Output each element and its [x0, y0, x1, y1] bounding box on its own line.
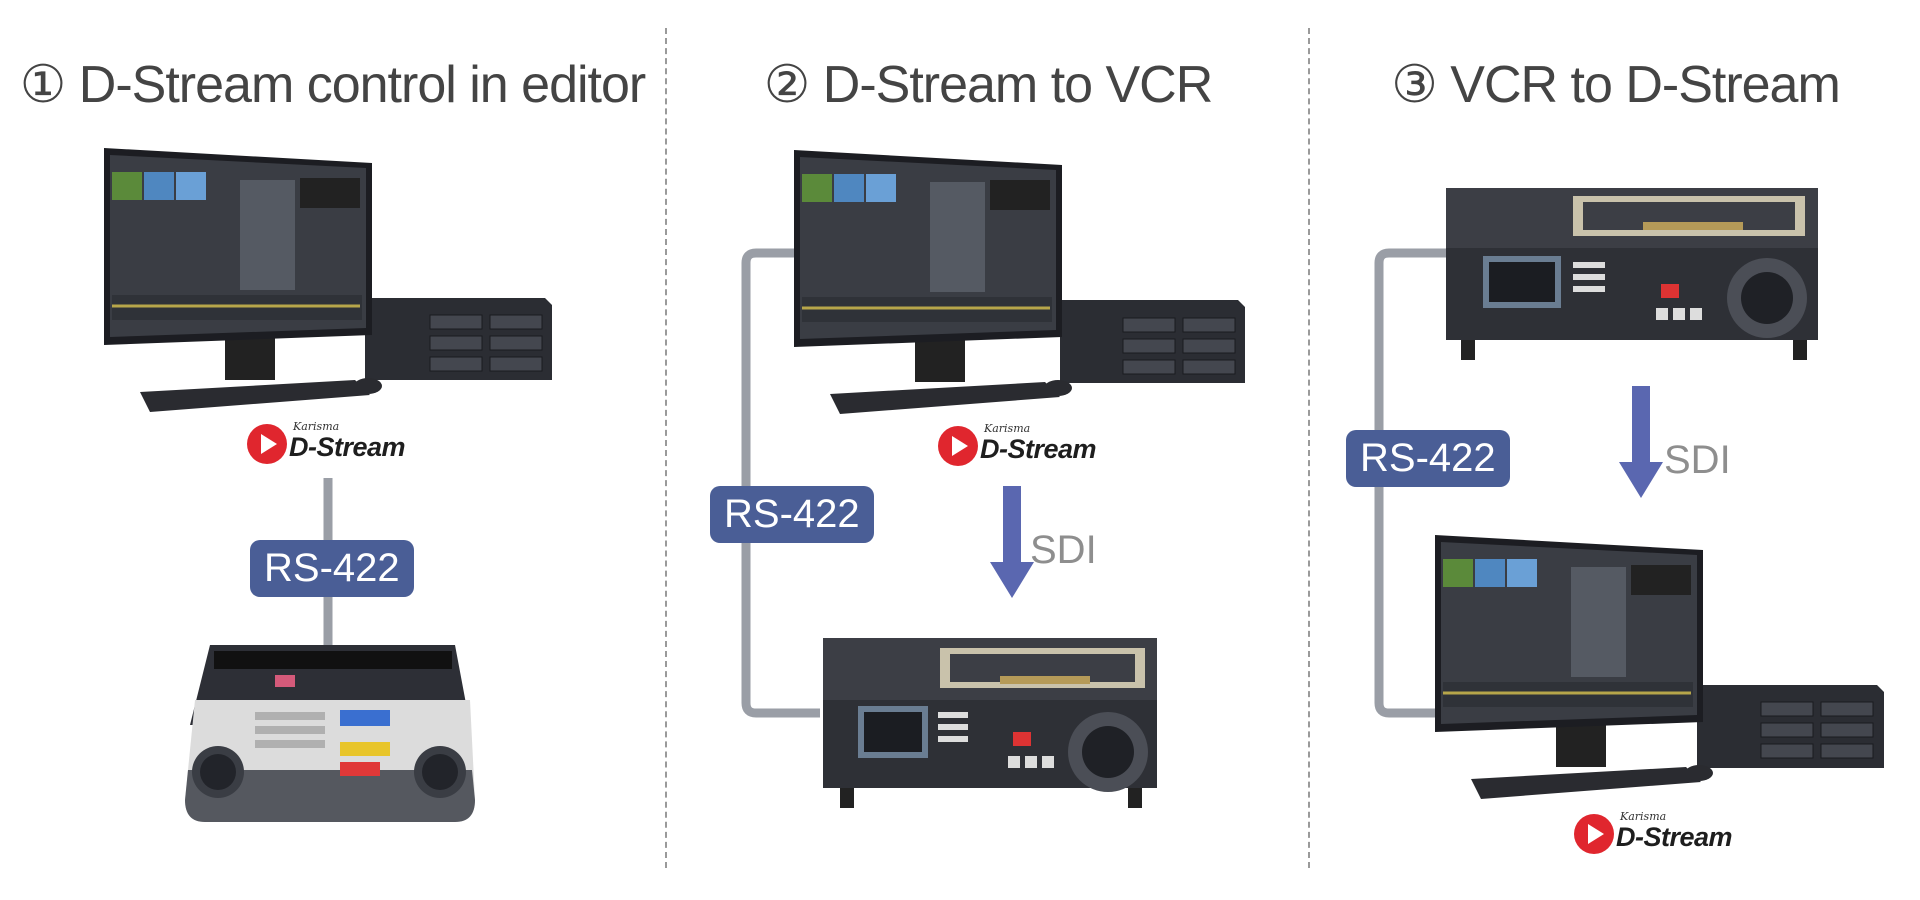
dstream-logo: Karisma D-Stream — [1574, 810, 1764, 856]
logo-brand-text: Karisma — [1620, 810, 1667, 823]
rs422-badge: RS-422 — [1346, 430, 1510, 487]
logo-brand-text: Karisma — [293, 420, 340, 433]
panel-vcr-to-dstream: ③ VCR to D-Stream — [1311, 0, 1920, 900]
sdi-arrow-icon — [1619, 386, 1663, 498]
panel-1-illustration — [104, 148, 552, 822]
panel-2-title: ② D-Stream to VCR — [763, 56, 1214, 114]
keyboard-icon — [830, 380, 1072, 414]
dstream-logo: Karisma D-Stream — [247, 420, 437, 466]
monitor-icon — [1435, 535, 1703, 767]
logo-product-name: D-Stream — [289, 432, 406, 462]
play-triangle — [261, 434, 277, 454]
panel-1-title: ① D-Stream control in editor — [19, 56, 647, 114]
vcr-deck-icon — [1446, 188, 1818, 360]
panel-3-illustration — [1374, 188, 1884, 799]
server-unit-icon — [365, 298, 552, 380]
logo-product-name: D-Stream — [980, 434, 1097, 464]
dstream-logo: Karisma D-Stream — [938, 422, 1128, 468]
panel-3-title: ③ VCR to D-Stream — [1391, 56, 1841, 114]
rs422-cable — [741, 248, 820, 718]
monitor-icon — [104, 148, 372, 380]
edit-controller-icon — [185, 645, 475, 822]
keyboard-icon — [140, 378, 382, 412]
vcr-deck-icon — [823, 638, 1157, 808]
logo-brand-text: Karisma — [984, 422, 1031, 435]
sdi-arrow-icon — [990, 486, 1034, 598]
keyboard-icon — [1471, 765, 1713, 799]
rs422-badge: RS-422 — [250, 540, 414, 597]
monitor-icon — [794, 150, 1062, 382]
logo-product-name: D-Stream — [1616, 822, 1733, 852]
divider-2 — [1308, 28, 1310, 868]
sdi-label: SDI — [1664, 438, 1731, 482]
play-triangle — [952, 436, 968, 456]
panel-dstream-control: ① D-Stream control in editor — [0, 0, 665, 900]
divider-1 — [665, 28, 667, 868]
panel-2-illustration — [741, 150, 1245, 808]
sdi-label: SDI — [1030, 528, 1097, 572]
rs422-badge: RS-422 — [710, 486, 874, 543]
panel-dstream-to-vcr: ② D-Stream to VCR — [668, 0, 1308, 900]
play-triangle — [1588, 824, 1604, 844]
server-unit-icon — [1060, 300, 1245, 383]
server-unit-icon — [1697, 685, 1884, 768]
